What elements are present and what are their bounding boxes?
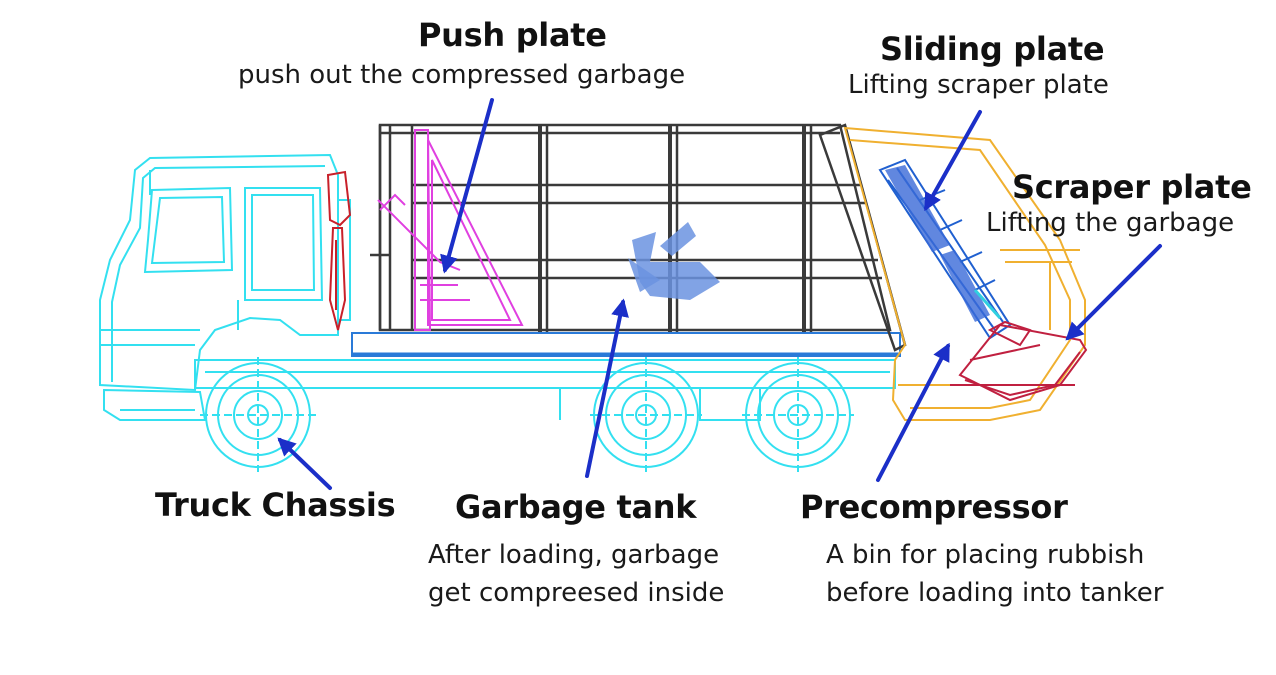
cab-exhaust [326,170,352,331]
push-plate-arrow [440,98,494,274]
pointer-arrows [277,98,1162,490]
front-wheel [200,357,316,472]
sliding-plate-title: Sliding plate [880,30,1105,68]
compression-arrow-graphic [628,222,720,300]
chassis-frame [194,359,896,421]
sliding-plate-subtitle: Lifting scraper plate [848,70,1109,100]
rear-wheel-2 [742,357,854,472]
scraper-plate [950,320,1088,402]
push-plate-title: Push plate [418,16,607,54]
truck-chassis-arrow [277,437,332,490]
precompressor-subtitle-line2: before loading into tanker [826,578,1164,608]
sliding-plate-rod [973,289,1002,319]
garbage-tank-title: Garbage tank [455,488,697,526]
tank-base-plate [351,332,901,357]
precompressor-title: Precompressor [800,488,1068,526]
precompressor-subtitle-line1: A bin for placing rubbish [826,540,1145,570]
scraper-plate-title: Scraper plate [1012,168,1252,206]
garbage-tank-subtitle-line2: get compreesed inside [428,578,725,608]
push-plate [377,129,524,331]
truck-cab [99,153,351,421]
scraper-plate-subtitle: Lifting the garbage [986,208,1235,238]
truck-chassis-title: Truck Chassis [155,486,396,524]
rear-wheel-1 [590,357,702,472]
sliding-plate-arrow [924,110,982,212]
push-plate-subtitle: push out the compressed garbage [238,60,686,90]
garbage-tank-subtitle-line1: After loading, garbage [428,540,720,570]
scraper-plate-arrow [1065,244,1162,341]
garbage-tank-arrow [585,298,629,478]
garbage-tank-body [370,123,907,352]
sliding-plate-cylinder [885,165,990,322]
precompressor-arrow [876,342,950,482]
